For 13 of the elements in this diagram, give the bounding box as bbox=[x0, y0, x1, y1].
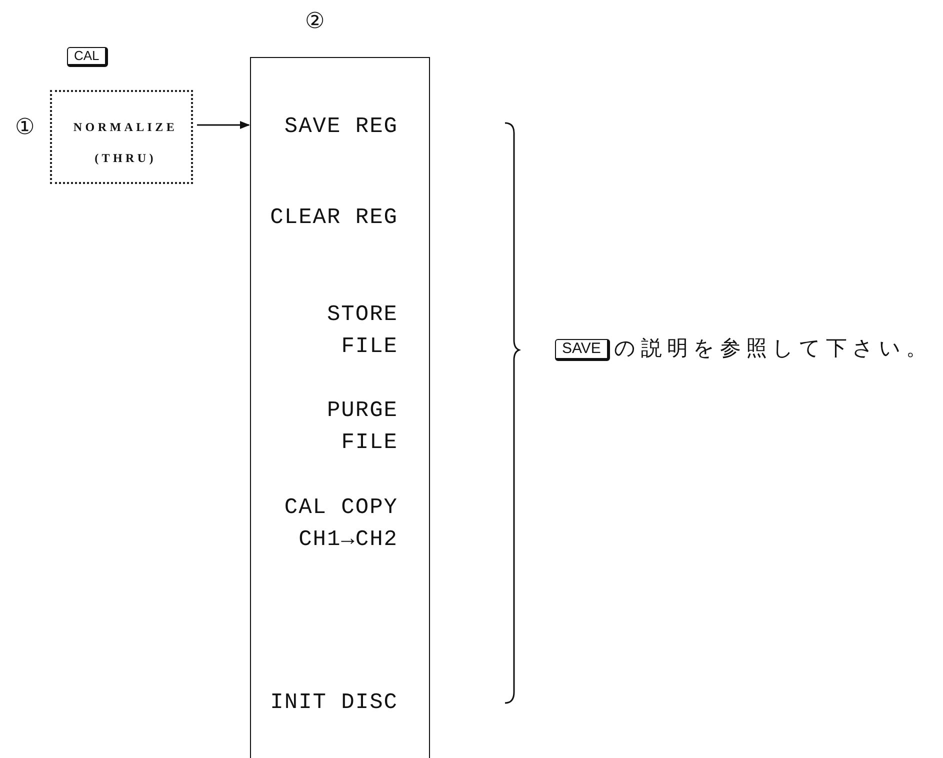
softkey-label: STORE FILE bbox=[326, 301, 398, 361]
note-text: の説明を参照して下さい。 bbox=[614, 335, 932, 362]
softkey-label: PURGE FILE bbox=[326, 397, 398, 457]
softkey-label: SAVE REG bbox=[283, 113, 398, 141]
softkey-label: CAL COPY CH1→CH2 bbox=[283, 494, 398, 554]
softkey-label: INIT DISC bbox=[269, 689, 398, 717]
softkey-label: CLEAR REG bbox=[269, 204, 398, 232]
arrow bbox=[197, 121, 250, 129]
save-key: SAVE bbox=[555, 339, 610, 361]
step-number: ② bbox=[305, 10, 325, 34]
menu-label: NORMALIZE (THRU) bbox=[72, 119, 179, 167]
step-number: ① bbox=[15, 116, 35, 140]
cal-key: CAL bbox=[67, 47, 108, 67]
